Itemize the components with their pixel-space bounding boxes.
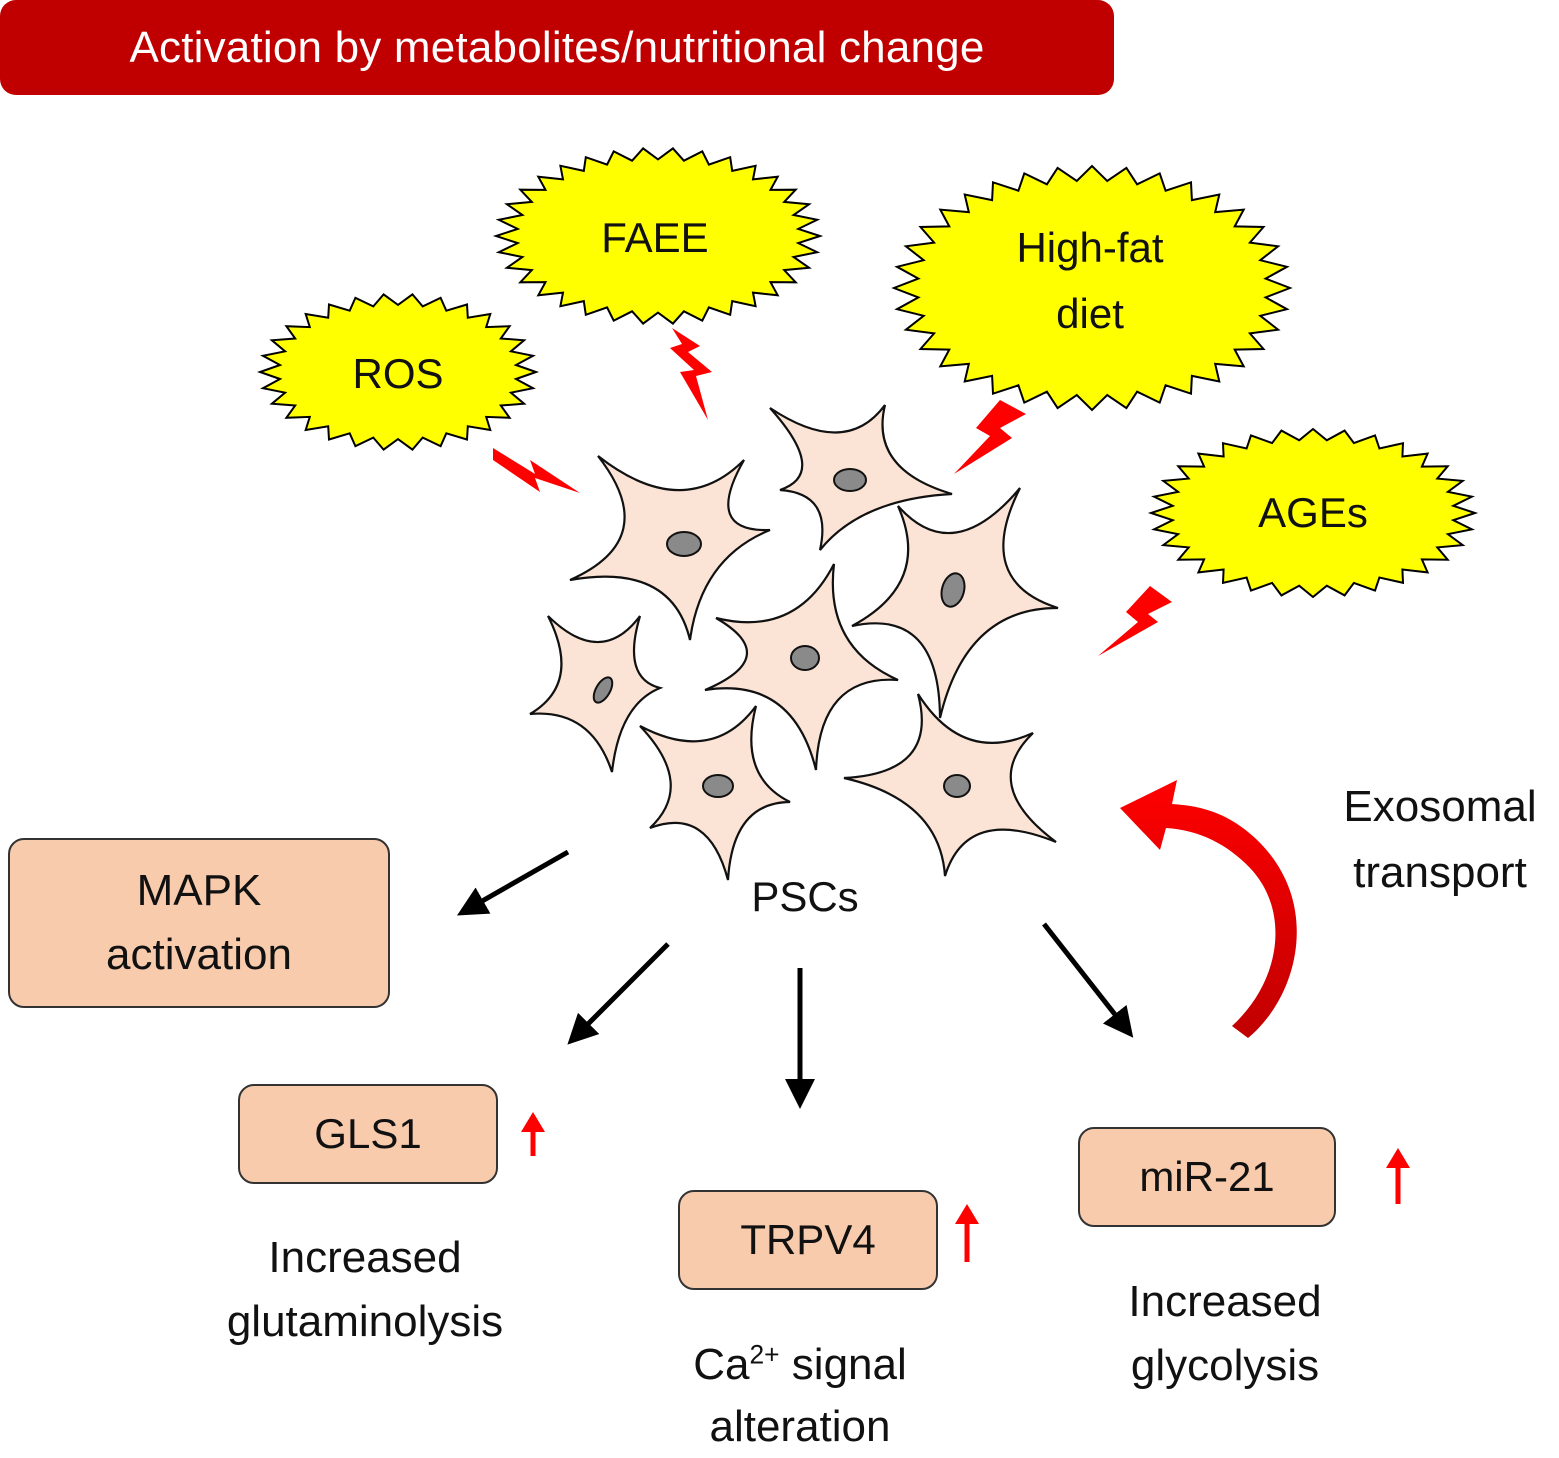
mapk-line1: MAPK (136, 866, 262, 915)
ages-starburst (1147, 427, 1479, 599)
diet-label: diet (1056, 290, 1124, 337)
lightning-bolt-faee (670, 328, 712, 420)
ages-label: AGEs (1258, 489, 1368, 536)
faee-starburst (492, 147, 824, 325)
glutaminolysis-line2: glutaminolysis (226, 1297, 504, 1346)
faee-label: FAEE (601, 214, 708, 261)
mir21-box: miR-21 (1078, 1127, 1336, 1227)
exosomal-transport-label: Exosomal transport (1290, 774, 1559, 906)
calcium-prefix: Ca (693, 1340, 750, 1389)
arrow-to-mapk (456, 849, 570, 916)
lightning-bolt-ros (493, 448, 580, 493)
mapk-activation-box: MAPK activation (8, 838, 390, 1008)
pscs-label: PSCs (751, 873, 859, 920)
stellate-cell-2 (769, 404, 953, 551)
exosomal-line1: Exosomal (1343, 782, 1537, 831)
calcium-signal-label: Ca2+ signal alteration (630, 1334, 970, 1458)
high-fat-label: High-fat (1016, 224, 1163, 271)
glutaminolysis-line1: Increased (268, 1233, 462, 1282)
lightning-bolt-hfd (954, 400, 1026, 474)
trpv4-increase-arrow (955, 1204, 979, 1262)
title-banner: Activation by metabolites/nutritional ch… (0, 0, 1114, 95)
gls1-increase-arrow (521, 1112, 545, 1156)
glycolysis-label: Increased glycolysis (1060, 1270, 1390, 1398)
glutaminolysis-label: Increased glutaminolysis (170, 1226, 560, 1354)
glycolysis-line2: glycolysis (1130, 1341, 1320, 1390)
mir21-increase-arrow (1386, 1148, 1410, 1204)
ros-starburst (256, 293, 540, 451)
stellate-cell-3 (851, 487, 1059, 719)
lightning-bolt-ages (1098, 586, 1172, 656)
ros-label: ROS (352, 350, 443, 397)
stellate-cell-5 (529, 615, 664, 773)
stellate-cell-4 (704, 563, 899, 771)
calcium-signal-text: signal (779, 1340, 907, 1389)
stellate-cell-6 (639, 705, 791, 881)
high-fat-diet-starburst (891, 164, 1293, 412)
stellate-cell-7 (843, 693, 1057, 877)
stellate-cell-1 (569, 455, 771, 641)
arrow-to-gls1 (567, 942, 670, 1045)
calcium-charge: 2+ (749, 1339, 780, 1370)
calcium-line2: alteration (709, 1402, 891, 1451)
exosomal-line2: transport (1353, 848, 1527, 897)
pancreatic-stellate-cells (529, 404, 1059, 881)
trpv4-box: TRPV4 (678, 1190, 938, 1290)
arrow-to-mir21 (1042, 922, 1134, 1038)
glycolysis-line1: Increased (1128, 1277, 1322, 1326)
exosomal-transport-arrow (1120, 780, 1297, 1038)
gls1-box: GLS1 (238, 1084, 498, 1184)
mapk-line2: activation (106, 930, 292, 979)
